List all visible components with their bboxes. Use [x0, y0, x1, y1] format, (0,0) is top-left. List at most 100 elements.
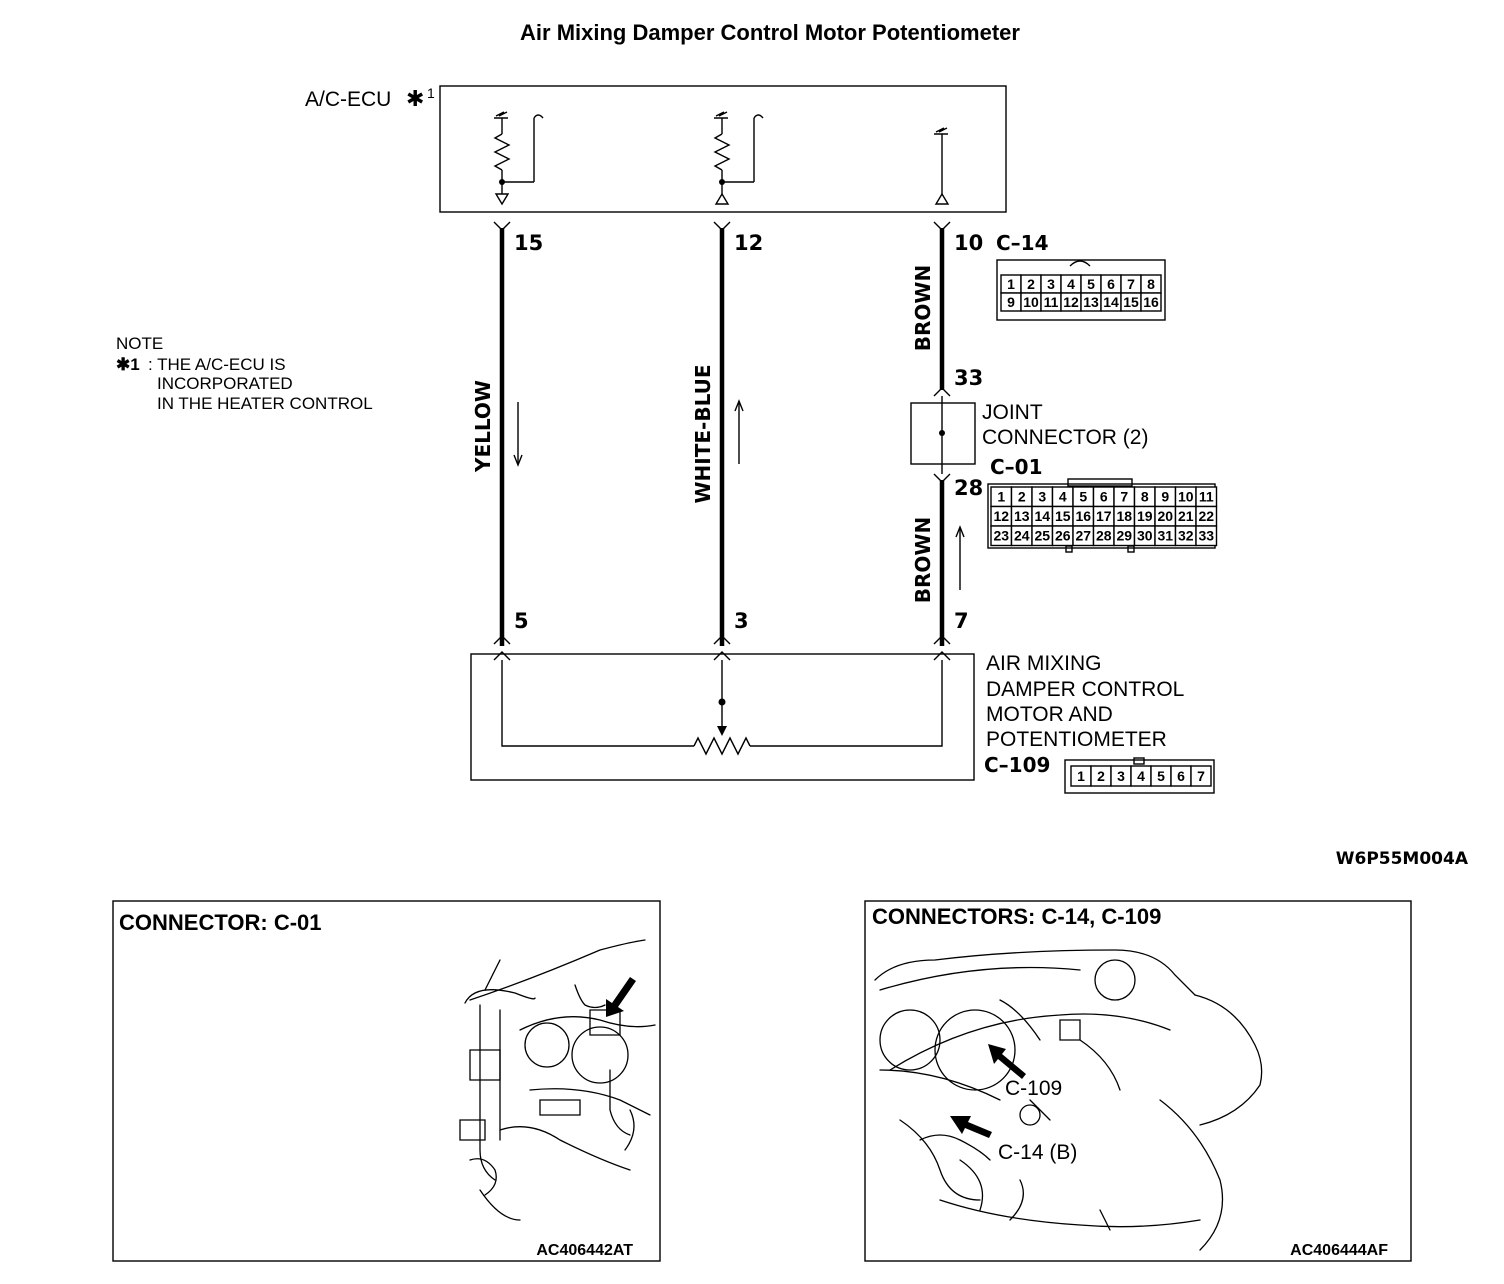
- c01-pin-label-31: 31: [1157, 528, 1173, 544]
- panel-connectors-c14-c109: [864, 900, 1412, 1262]
- c01-pin-label-8: 8: [1141, 489, 1149, 505]
- panel-left-title: CONNECTOR: C-01: [119, 910, 322, 935]
- c109-pin-label-2: 2: [1097, 768, 1105, 784]
- ecu-asterisk-number: 1: [427, 85, 435, 101]
- c14-pin-label-15: 15: [1123, 294, 1139, 310]
- ecu-sense-circuit-15: [493, 111, 544, 206]
- c01-pin-label-5: 5: [1079, 489, 1087, 505]
- ecu-box: [439, 85, 1007, 213]
- c14-name: C–14: [996, 231, 1049, 255]
- note-line-1: : THE A/C-ECU IS: [148, 355, 286, 374]
- c01-pin-label-26: 26: [1055, 528, 1071, 544]
- c14-pin-label-5: 5: [1087, 276, 1095, 292]
- joint-connector-node: [939, 430, 945, 436]
- pin-number-10: 10: [954, 231, 983, 255]
- c01-pin-label-7: 7: [1120, 489, 1128, 505]
- wire-color-yellow: YELLOW: [471, 380, 495, 473]
- callout-c14: C-14 (B): [998, 1141, 1077, 1164]
- pin-number-7: 7: [954, 609, 969, 633]
- c01-pin-label-21: 21: [1178, 508, 1194, 524]
- note-line-3: IN THE HEATER CONTROL: [157, 394, 373, 413]
- c01-pin-label-32: 32: [1178, 528, 1194, 544]
- callout-c109: C-109: [1005, 1077, 1062, 1100]
- motor-label-1: AIR MIXING: [986, 652, 1102, 675]
- c01-pin-label-10: 10: [1178, 489, 1194, 505]
- ecu-sense-circuit-12: [713, 111, 764, 205]
- pin-number-5: 5: [514, 609, 529, 633]
- wire-color-white-blue: WHITE-BLUE: [691, 364, 715, 503]
- c14-pin-label-10: 10: [1023, 294, 1039, 310]
- c109-pin-label-6: 6: [1177, 768, 1185, 784]
- motor-label-2: DAMPER CONTROL: [986, 678, 1184, 701]
- joint-connector-label-1: JOINT: [982, 401, 1043, 424]
- c14-pin-label-9: 9: [1007, 294, 1015, 310]
- c01-pin-label-17: 17: [1096, 508, 1112, 524]
- note-line-2: INCORPORATED: [157, 374, 293, 393]
- c01-pin-label-15: 15: [1055, 508, 1071, 524]
- pin-number-28: 28: [954, 476, 983, 500]
- c14-pin-label-13: 13: [1083, 294, 1099, 310]
- diagram-title: Air Mixing Damper Control Motor Potentio…: [520, 20, 1020, 45]
- motor-label-4: POTENTIOMETER: [986, 728, 1167, 751]
- c01-pin-label-25: 25: [1034, 528, 1050, 544]
- c109-pin-label-7: 7: [1197, 768, 1205, 784]
- c14-pin-label-1: 1: [1007, 276, 1015, 292]
- pin-number-33: 33: [954, 366, 983, 390]
- c109-name: C–109: [984, 753, 1050, 777]
- figure-code: W6P55M004A: [1336, 849, 1469, 869]
- pin-number-12: 12: [734, 231, 763, 255]
- panel-right-title: CONNECTORS: C-14, C-109: [872, 904, 1161, 929]
- panel-left-code: AC406442AT: [536, 1242, 633, 1259]
- c14-pin-label-8: 8: [1147, 276, 1155, 292]
- c01-pin-label-28: 28: [1096, 528, 1112, 544]
- c01-pin-label-30: 30: [1137, 528, 1153, 544]
- c01-pin-label-2: 2: [1018, 489, 1026, 505]
- wire-terminal-marks: [493, 221, 951, 661]
- pin-number-3: 3: [734, 609, 749, 633]
- ecu-label: A/C-ECU ✱ 1: [305, 85, 435, 111]
- dashboard-sketch-c01: [459, 939, 656, 1221]
- panel-connector-c01: [112, 900, 661, 1262]
- c01-pin-label-4: 4: [1059, 489, 1067, 505]
- joint-connector-box: [910, 402, 976, 465]
- dashboard-sketch-c14-c109: [874, 949, 1263, 1251]
- c01-pin-label-27: 27: [1075, 528, 1091, 544]
- c01-pin-label-18: 18: [1116, 508, 1132, 524]
- c109-pin-label-1: 1: [1077, 768, 1085, 784]
- ecu-ground-circuit-10: [934, 127, 950, 205]
- c01-pin-cell-33: [1195, 525, 1218, 547]
- c14-pin-label-7: 7: [1127, 276, 1135, 292]
- c14-pin-label-14: 14: [1103, 294, 1119, 310]
- c01-pin-label-13: 13: [1014, 508, 1030, 524]
- c01-pin-label-24: 24: [1014, 528, 1030, 544]
- wire-color-brown-lower: BROWN: [911, 517, 935, 603]
- c14-pin-label-12: 12: [1063, 294, 1079, 310]
- c109-pin-cell-7: [1190, 765, 1212, 787]
- c14-pin-label-16: 16: [1143, 294, 1159, 310]
- joint-connector-label-2: CONNECTOR (2): [982, 426, 1148, 449]
- c109-pin-label-5: 5: [1157, 768, 1165, 784]
- c14-pin-label-11: 11: [1044, 294, 1059, 310]
- ecu-asterisk-mark: ✱: [406, 86, 424, 111]
- c14-pin-label-6: 6: [1107, 276, 1115, 292]
- c14-pin-label-3: 3: [1047, 276, 1055, 292]
- c01-pin-label-11: 11: [1199, 489, 1214, 505]
- note-heading: NOTE: [116, 334, 163, 353]
- c01-pin-label-23: 23: [993, 528, 1009, 544]
- c109-pin-label-4: 4: [1137, 768, 1145, 784]
- c14-pin-label-2: 2: [1027, 276, 1035, 292]
- c01-pin-label-6: 6: [1100, 489, 1108, 505]
- c109-pin-label-3: 3: [1117, 768, 1125, 784]
- c01-pin-label-12: 12: [993, 508, 1009, 524]
- ecu-label-text: A/C-ECU: [305, 88, 391, 111]
- c01-pin-label-29: 29: [1116, 528, 1132, 544]
- c01-pin-label-20: 20: [1157, 508, 1173, 524]
- c01-pin-label-14: 14: [1034, 508, 1050, 524]
- c01-pin-label-22: 22: [1198, 508, 1214, 524]
- note-asterisk-mark: ✱1: [116, 355, 140, 374]
- panel-right-code: AC406444AF: [1290, 1242, 1388, 1259]
